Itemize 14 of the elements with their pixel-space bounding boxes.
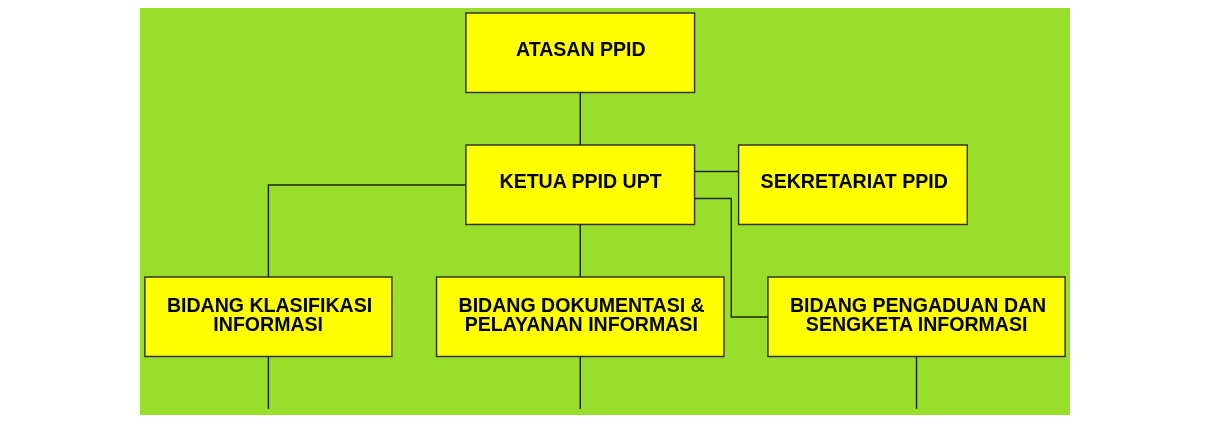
node-box: ATASAN PPID	[465, 12, 696, 94]
connector	[579, 356, 581, 410]
connector	[579, 91, 581, 146]
node-box: KETUA PPID UPT	[465, 144, 696, 226]
node-box: BIDANG PENGADUAN DAN SENGKETA INFORMASI	[767, 276, 1066, 358]
node-box: SEKRETARIAT PPID	[737, 144, 968, 226]
connector	[579, 224, 581, 278]
node-box: BIDANG DOKUMENTASI & PELAYANAN INFORMASI	[435, 276, 725, 358]
connector	[693, 170, 740, 173]
connector	[267, 356, 270, 410]
connector	[267, 184, 467, 278]
connector	[915, 356, 918, 410]
node-box: BIDANG KLASIFIKASI INFORMASI	[144, 276, 393, 358]
connector	[693, 197, 769, 318]
